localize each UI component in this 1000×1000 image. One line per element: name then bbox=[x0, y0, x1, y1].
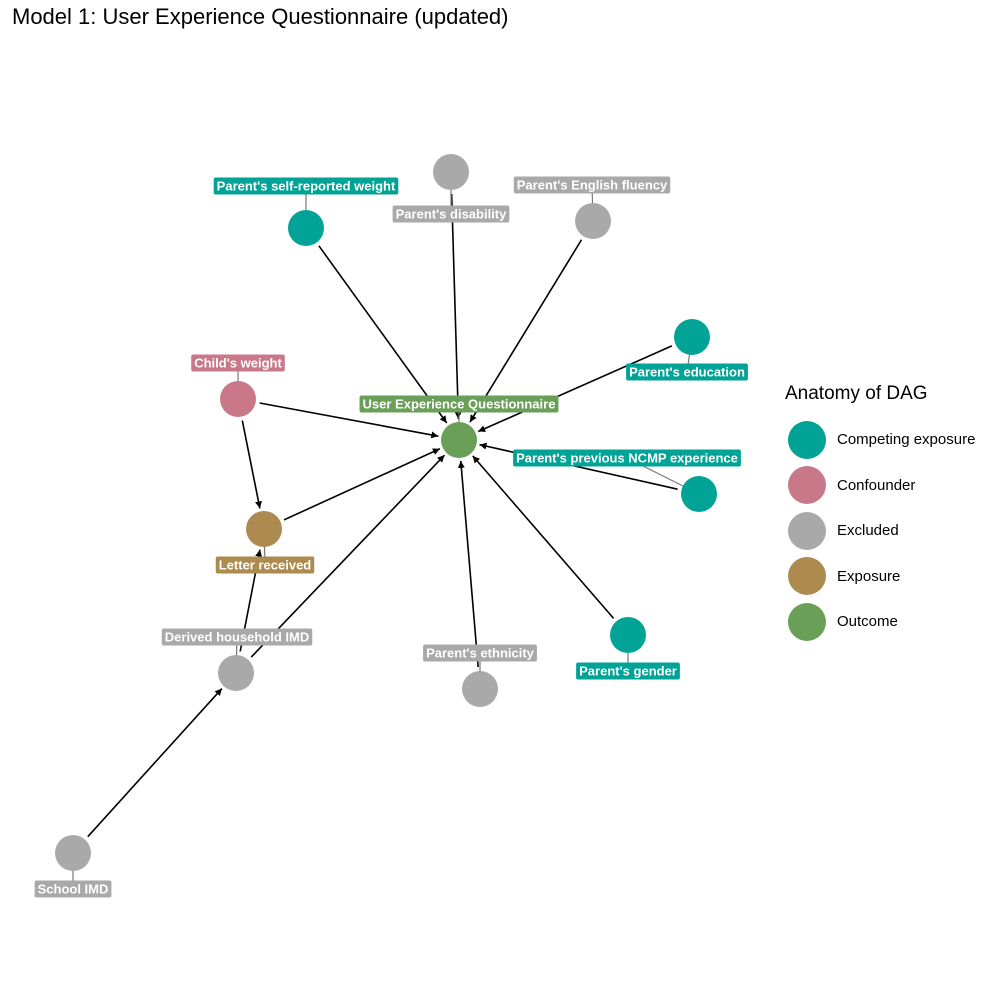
chart-title: Model 1: User Experience Questionnaire (… bbox=[12, 4, 509, 29]
legend-item-excluded: Excluded bbox=[785, 508, 995, 554]
edge-ncmp-to-outcome bbox=[479, 442, 678, 490]
node-label-weight_self: Parent's self-reported weight bbox=[213, 177, 399, 195]
legend-item-confounder: Confounder bbox=[785, 463, 995, 509]
legend-label-competing-exposure: Competing exposure bbox=[837, 431, 976, 449]
node-label-ncmp: Parent's previous NCMP experience bbox=[513, 449, 741, 467]
node-label-bg-school_imd bbox=[34, 880, 112, 898]
legend-item-exposure: Exposure bbox=[785, 554, 995, 600]
legend-label-exposure: Exposure bbox=[837, 567, 901, 585]
edge-child_weight-to-letter bbox=[241, 420, 262, 509]
node-label-letter: Letter received bbox=[215, 556, 315, 574]
legend-swatch-excluded bbox=[788, 511, 826, 550]
label-leaders-layer bbox=[72, 172, 700, 889]
node-label-ethnicity: Parent's ethnicity bbox=[423, 644, 537, 662]
node-label-bg-letter bbox=[215, 556, 315, 574]
node-label-school_imd: School IMD bbox=[34, 880, 112, 898]
node-label-education: Parent's education bbox=[626, 363, 748, 381]
node-school_imd bbox=[55, 835, 91, 871]
node-label-text-ncmp: Parent's previous NCMP experience bbox=[516, 451, 738, 466]
legend-title: Anatomy of DAG bbox=[785, 383, 928, 404]
legend: Anatomy of DAG Competing exposure Confou… bbox=[785, 383, 995, 645]
node-label-english: Parent's English fluency bbox=[513, 176, 671, 194]
node-gender bbox=[610, 617, 646, 653]
node-label-text-letter: Letter received bbox=[219, 558, 312, 573]
node-label-child_weight: Child's weight bbox=[191, 354, 285, 372]
node-label-text-gender: Parent's gender bbox=[579, 664, 677, 679]
node-label-bg-ncmp bbox=[513, 449, 741, 467]
node-ethnicity bbox=[462, 671, 498, 707]
legend-label-excluded: Excluded bbox=[837, 522, 899, 540]
node-letter bbox=[246, 511, 282, 547]
node-imd bbox=[218, 655, 254, 691]
node-label-text-disability: Parent's disability bbox=[396, 207, 508, 222]
node-disability bbox=[433, 154, 469, 190]
legend-item-outcome: Outcome bbox=[785, 599, 995, 645]
node-label-bg-imd bbox=[161, 628, 313, 646]
edge-imd-to-outcome bbox=[250, 454, 446, 658]
node-label-bg-gender bbox=[576, 662, 680, 680]
node-label-text-school_imd: School IMD bbox=[38, 882, 109, 897]
edge-english-to-outcome bbox=[469, 239, 583, 423]
node-label-disability: Parent's disability bbox=[392, 205, 510, 223]
legend-swatch-confounder bbox=[788, 466, 826, 505]
node-label-text-education: Parent's education bbox=[629, 365, 745, 380]
node-label-bg-weight_self bbox=[213, 177, 399, 195]
node-label-outcome: User Experience Questionnaire bbox=[359, 395, 559, 413]
node-label-bg-english bbox=[513, 176, 671, 194]
edge-ethnicity-to-outcome bbox=[457, 460, 479, 668]
legend-label-outcome: Outcome bbox=[837, 613, 898, 631]
node-label-bg-child_weight bbox=[191, 354, 285, 372]
edge-disability-to-outcome bbox=[450, 193, 462, 420]
legend-label-confounder: Confounder bbox=[837, 476, 916, 494]
node-label-bg-disability bbox=[392, 205, 510, 223]
node-label-text-imd: Derived household IMD bbox=[165, 630, 309, 645]
node-child_weight bbox=[220, 381, 256, 417]
nodes-layer bbox=[55, 154, 717, 871]
node-label-text-english: Parent's English fluency bbox=[517, 178, 668, 193]
node-ncmp bbox=[681, 476, 717, 512]
node-outcome bbox=[441, 422, 477, 458]
labels-layer: User Experience Questionnaire Parent's se… bbox=[34, 176, 748, 898]
node-label-text-child_weight: Child's weight bbox=[194, 356, 282, 371]
edge-child_weight-to-outcome bbox=[259, 402, 439, 439]
node-label-bg-ethnicity bbox=[423, 644, 537, 662]
node-label-text-ethnicity: Parent's ethnicity bbox=[426, 646, 535, 661]
node-label-bg-outcome bbox=[359, 395, 559, 413]
legend-swatch-competing-exposure bbox=[788, 420, 826, 459]
node-label-imd: Derived household IMD bbox=[161, 628, 313, 646]
edge-gender-to-outcome bbox=[472, 455, 615, 619]
node-weight_self bbox=[288, 210, 324, 246]
node-label-bg-education bbox=[626, 363, 748, 381]
node-education bbox=[674, 319, 710, 355]
legend-swatch-outcome bbox=[788, 602, 826, 641]
edge-weight_self-to-outcome bbox=[318, 245, 448, 424]
node-english bbox=[575, 203, 611, 239]
node-label-gender: Parent's gender bbox=[576, 662, 680, 680]
node-label-text-weight_self: Parent's self-reported weight bbox=[217, 179, 396, 194]
edge-education-to-outcome bbox=[477, 345, 673, 433]
edges-layer bbox=[87, 193, 678, 838]
legend-item-competing-exposure: Competing exposure bbox=[785, 417, 995, 463]
edge-school_imd-to-imd bbox=[87, 688, 223, 838]
legend-swatch-exposure bbox=[788, 557, 826, 596]
node-label-text-outcome: User Experience Questionnaire bbox=[363, 397, 556, 412]
edge-letter-to-outcome bbox=[283, 447, 441, 521]
